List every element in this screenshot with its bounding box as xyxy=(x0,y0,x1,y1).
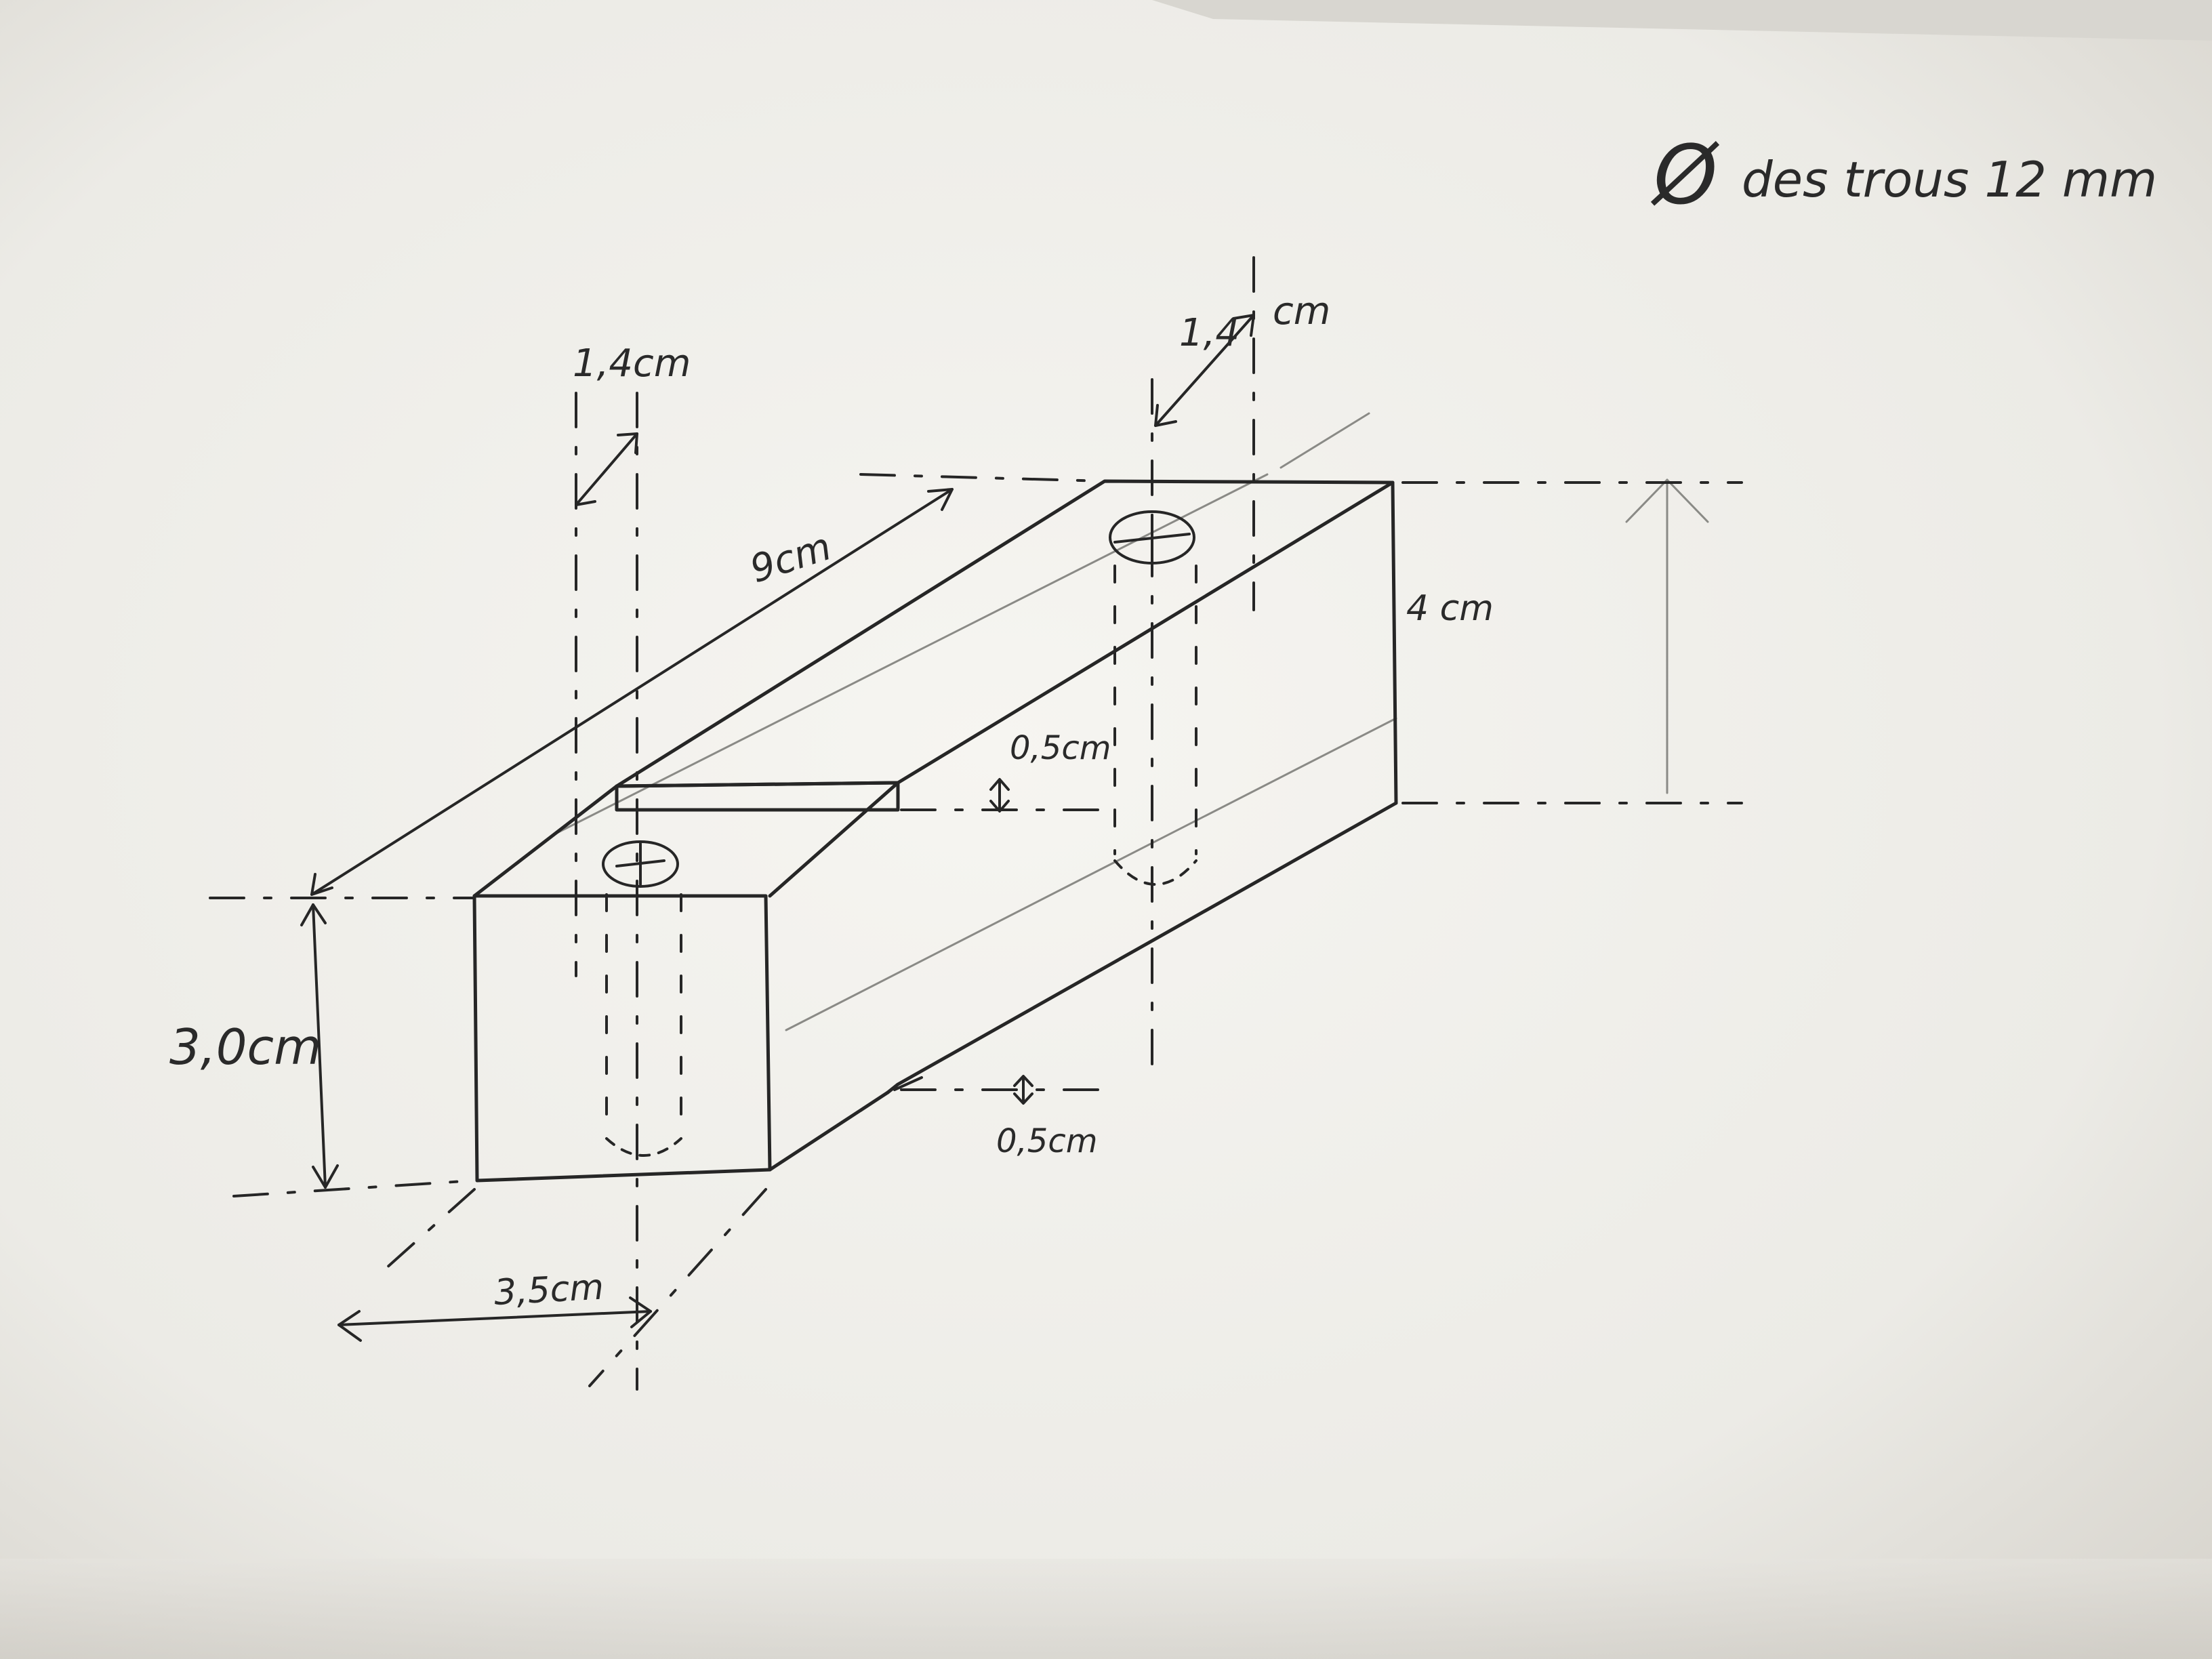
tall-top-edges xyxy=(615,479,1395,788)
hole-diameter-note: des trous 12 mm xyxy=(1742,151,2157,208)
dim-height-right: 4 cm xyxy=(1406,588,1494,629)
dim-height-left: 3,0cm xyxy=(169,1019,321,1076)
block-outline xyxy=(472,479,1398,1183)
paper-fold-shadow xyxy=(1152,0,2212,41)
dim-hole-left-offset: 1,4cm xyxy=(573,342,691,386)
dimension-arrows xyxy=(300,314,1255,1342)
construction-lines xyxy=(554,412,1709,1031)
dim-width: 3,5cm xyxy=(493,1267,605,1313)
dim-step-bottom: 0,5cm xyxy=(996,1122,1097,1160)
hole-front xyxy=(602,840,682,1157)
hole-diameter-symbol: Ø xyxy=(1650,129,1720,223)
step-face xyxy=(615,781,900,812)
dim-hole-right-offset: 1,4 xyxy=(1179,311,1240,355)
dim-hole-right-unit: cm xyxy=(1273,289,1330,333)
dim-step-top: 0,5cm xyxy=(1010,729,1111,767)
paper-bottom-shadow xyxy=(0,1559,2212,1659)
